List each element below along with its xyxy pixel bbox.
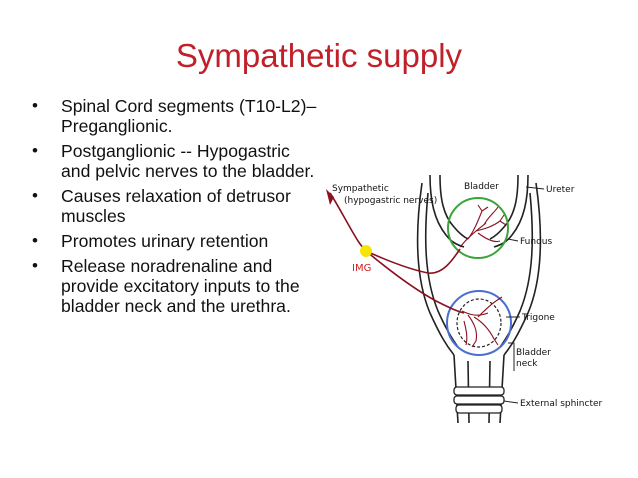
bullet-text: Release noradrenaline and provide excita… bbox=[61, 256, 300, 316]
bladder-outline bbox=[416, 182, 542, 356]
bullet-item: • Postganglionic -- Hypogastric and pelv… bbox=[28, 141, 318, 181]
bladder-neck-label: Bladder bbox=[516, 348, 551, 358]
ureter-left bbox=[429, 174, 469, 248]
sympathetic-nerve-tail bbox=[326, 189, 334, 205]
bullet-item: • Causes relaxation of detrusor muscles bbox=[28, 186, 318, 226]
bladder-label: Bladder bbox=[464, 182, 499, 192]
ganglion-icon bbox=[360, 245, 372, 257]
bladder-neck-circle bbox=[446, 290, 512, 356]
sympathetic-label: Sympathetic bbox=[332, 184, 389, 194]
fundus-label: Fundus bbox=[520, 237, 553, 247]
hypogastric-label: (hypogastric nerves) bbox=[344, 196, 437, 206]
bullet-list: • Spinal Cord segments (T10-L2)– Pregang… bbox=[28, 96, 318, 321]
img-label: IMG bbox=[352, 263, 371, 274]
bladder-neck-label-line2: neck bbox=[516, 359, 538, 369]
bullet-marker: • bbox=[32, 96, 38, 115]
neck-nerve-fibers bbox=[461, 296, 503, 348]
slide-title: Sympathetic supply bbox=[175, 37, 463, 74]
bullet-text: Causes relaxation of detrusor muscles bbox=[61, 186, 291, 226]
bullet-text: Postganglionic -- Hypogastric and pelvic… bbox=[61, 141, 315, 181]
ureter-label: Ureter bbox=[546, 185, 575, 195]
bladder-innervation-diagram: Sympathetic (hypogastric nerves) IMG Bla… bbox=[318, 165, 618, 423]
external-sphincter bbox=[453, 386, 505, 414]
fundus-nerve-fibers bbox=[459, 204, 507, 248]
bullet-marker: • bbox=[32, 186, 38, 205]
fundus-circle bbox=[447, 197, 509, 259]
bullet-marker: • bbox=[32, 141, 38, 160]
external-sphincter-label: External sphincter bbox=[520, 399, 603, 409]
bladder-diagram-svg: Sympathetic (hypogastric nerves) IMG Bla… bbox=[326, 174, 603, 423]
bullet-text: Promotes urinary retention bbox=[61, 231, 269, 251]
bullet-item: • Spinal Cord segments (T10-L2)– Pregang… bbox=[28, 96, 318, 136]
label-leader-lines bbox=[503, 186, 545, 404]
bullet-marker: • bbox=[32, 231, 38, 250]
bullet-marker: • bbox=[32, 256, 38, 275]
ureter-right bbox=[489, 174, 529, 248]
bullet-item: • Promotes urinary retention bbox=[28, 231, 318, 251]
trigone-outline bbox=[456, 298, 502, 348]
trigone-label: Trigone bbox=[521, 313, 555, 323]
bullet-item: • Release noradrenaline and provide exci… bbox=[28, 256, 318, 316]
bullet-text: Spinal Cord segments (T10-L2)– Pregangli… bbox=[61, 96, 317, 136]
